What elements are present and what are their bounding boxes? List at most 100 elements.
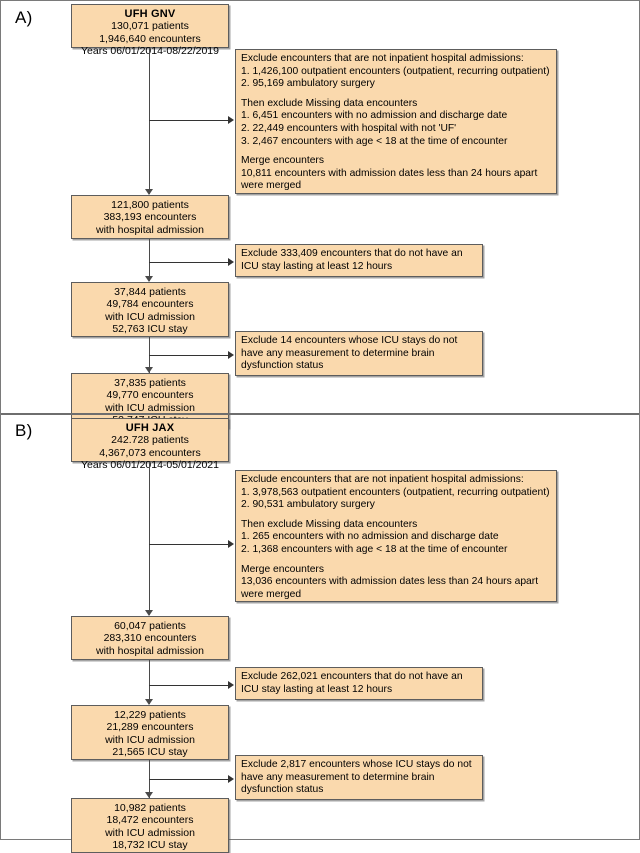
- exclusion-box-inpatient-jax: Exclude encounters that are not inpatien…: [235, 470, 557, 602]
- arrow-down-3: [145, 792, 153, 798]
- arrow-right-2: [228, 681, 234, 689]
- hospital-patients: 121,800 patients: [111, 199, 189, 211]
- connector-branch-2: [149, 685, 229, 686]
- connector-branch-2: [149, 262, 229, 263]
- hospital-note: with hospital admission: [96, 223, 204, 236]
- exclusion-icu-line-1: Exclude 333,409 encounters that do not h…: [241, 248, 463, 259]
- source-cohort-box-jax: UFH JAX 242.728 patients 4,367,073 encou…: [71, 418, 229, 471]
- exclusion-icu-line-2: ICU stay lasting at least 12 hours: [241, 260, 393, 272]
- connector-trunk-1: [149, 462, 150, 615]
- arrow-down-1: [145, 610, 153, 616]
- source-patients: 130,071 patients: [111, 20, 189, 33]
- connector-branch-3: [149, 355, 229, 356]
- exclusion-brain-line-3: dysfunction status: [241, 784, 324, 796]
- connector-trunk-2: [149, 660, 150, 704]
- exclusion-box-icu-stay-jax: Exclude 262,021 encounters that do not h…: [235, 667, 483, 700]
- icu-stay: 21,565 ICU stay: [112, 746, 188, 759]
- exclusion-item-2: 2. 95,169 ambulatory surgery: [241, 78, 375, 90]
- final-note: with ICU admission: [105, 401, 195, 414]
- source-patients: 242.728 patients: [111, 434, 189, 447]
- missing-item-2: 2. 1,368 encounters with age < 18 at the…: [241, 543, 508, 555]
- source-encounters: 1,946,640 encounters: [99, 32, 201, 45]
- hospital-encounters: 283,310 encounters: [103, 632, 197, 645]
- final-note: with ICU admission: [105, 826, 195, 839]
- exclusion-box-icu-stay-gnv: Exclude 333,409 encounters that do not h…: [235, 244, 483, 277]
- icu-note: with ICU admission: [105, 310, 195, 323]
- arrow-right-3: [228, 775, 234, 783]
- final-stay: 18,732 ICU stay: [112, 839, 188, 852]
- missing-item-3: 3. 2,467 encounters with age < 18 at the…: [241, 135, 508, 147]
- exclusion-brain-line-3: dysfunction status: [241, 360, 324, 372]
- exclusion-brain-line-2: have any measurement to determine brain: [241, 347, 435, 359]
- connector-branch-1: [149, 120, 229, 121]
- merge-item-2: were merged: [241, 180, 302, 192]
- connector-trunk-2: [149, 239, 150, 281]
- exclusion-item-1: 1. 1,426,100 outpatient encounters (outp…: [241, 65, 550, 77]
- merge-heading: Merge encounters: [241, 563, 324, 575]
- final-patients: 10,982 patients: [114, 802, 186, 814]
- missing-heading: Then exclude Missing data encounters: [241, 97, 418, 109]
- arrow-down-2: [145, 276, 153, 282]
- final-encounters: 49,770 encounters: [106, 389, 194, 402]
- hospital-patients: 60,047 patients: [114, 620, 186, 632]
- arrow-right-2: [228, 258, 234, 266]
- panel-b-label: B): [15, 421, 33, 440]
- final-patients: 37,835 patients: [114, 377, 186, 389]
- hospital-admission-box-jax: 60,047 patients 283,310 encounters with …: [71, 616, 229, 660]
- arrow-right-1: [228, 540, 234, 548]
- source-years: Years 06/01/2014-05/01/2021: [81, 459, 219, 472]
- missing-item-2: 2. 22,449 encounters with hospital with …: [241, 122, 457, 134]
- icu-note: with ICU admission: [105, 733, 195, 746]
- source-encounters: 4,367,073 encounters: [99, 446, 201, 459]
- merge-item-2: were merged: [241, 588, 302, 600]
- source-years: Years 06/01/2014-08/22/2019: [81, 45, 219, 58]
- final-encounters: 18,472 encounters: [106, 814, 194, 827]
- icu-stay: 52,763 ICU stay: [112, 323, 188, 336]
- exclusion-box-inpatient-gnv: Exclude encounters that are not inpatien…: [235, 49, 557, 194]
- exclusion-icu-line-1: Exclude 262,021 encounters that do not h…: [241, 671, 463, 682]
- final-cohort-box-jax: 10,982 patients 18,472 encounters with I…: [71, 798, 229, 853]
- arrow-right-3: [228, 351, 234, 359]
- exclusion-icu-line-2: ICU stay lasting at least 12 hours: [241, 683, 393, 695]
- icu-encounters: 21,289 encounters: [106, 721, 194, 734]
- exclusion-brain-line-1: Exclude 2,817 encounters whose ICU stays…: [241, 759, 472, 770]
- missing-heading: Then exclude Missing data encounters: [241, 518, 418, 530]
- arrow-down-2: [145, 699, 153, 705]
- hospital-encounters: 383,193 encounters: [103, 211, 197, 224]
- missing-item-1: 1. 265 encounters with no admission and …: [241, 531, 499, 543]
- missing-item-1: 1. 6,451 encounters with no admission an…: [241, 110, 508, 122]
- merge-item-1: 13,036 encounters with admission dates l…: [241, 576, 539, 588]
- source-cohort-box-gnv: UFH GNV 130,071 patients 1,946,640 encou…: [71, 4, 229, 57]
- hospital-admission-box-gnv: 121,800 patients 383,193 encounters with…: [71, 195, 229, 239]
- icu-patients: 12,229 patients: [114, 709, 186, 721]
- exclusion-brain-line-1: Exclude 14 encounters whose ICU stays do…: [241, 335, 458, 346]
- source-title: UFH JAX: [125, 422, 175, 434]
- connector-trunk-1: [149, 48, 150, 194]
- exclusion-box-brain-dysfunction-gnv: Exclude 14 encounters whose ICU stays do…: [235, 331, 483, 376]
- exclusion-heading: Exclude encounters that are not inpatien…: [241, 474, 524, 485]
- spacer: [241, 512, 552, 519]
- panel-b: B) UFH JAX 242.728 patients 4,367,073 en…: [1, 414, 639, 853]
- connector-branch-3: [149, 779, 229, 780]
- spacer: [241, 557, 552, 564]
- icu-patients: 37,844 patients: [114, 286, 186, 298]
- panel-a-label: A): [15, 8, 33, 27]
- exclusion-item-2: 2. 90,531 ambulatory surgery: [241, 499, 375, 511]
- spacer: [241, 91, 552, 98]
- spacer: [241, 148, 552, 155]
- panel-divider: [1, 413, 639, 415]
- panel-a: A) UFH GNV 130,071 patients 1,946,640 en…: [1, 1, 639, 428]
- merge-item-1: 10,811 encounters with admission dates l…: [241, 167, 538, 179]
- icu-encounters: 49,784 encounters: [106, 298, 194, 311]
- arrow-down-3: [145, 367, 153, 373]
- arrow-right-1: [228, 116, 234, 124]
- hospital-note: with hospital admission: [96, 644, 204, 657]
- icu-admission-box-jax: 12,229 patients 21,289 encounters with I…: [71, 705, 229, 760]
- icu-admission-box-gnv: 37,844 patients 49,784 encounters with I…: [71, 282, 229, 337]
- arrow-down-1: [145, 189, 153, 195]
- connector-branch-1: [149, 544, 229, 545]
- merge-heading: Merge encounters: [241, 155, 324, 167]
- exclusion-heading: Exclude encounters that are not inpatien…: [241, 53, 524, 64]
- source-title: UFH GNV: [124, 8, 176, 20]
